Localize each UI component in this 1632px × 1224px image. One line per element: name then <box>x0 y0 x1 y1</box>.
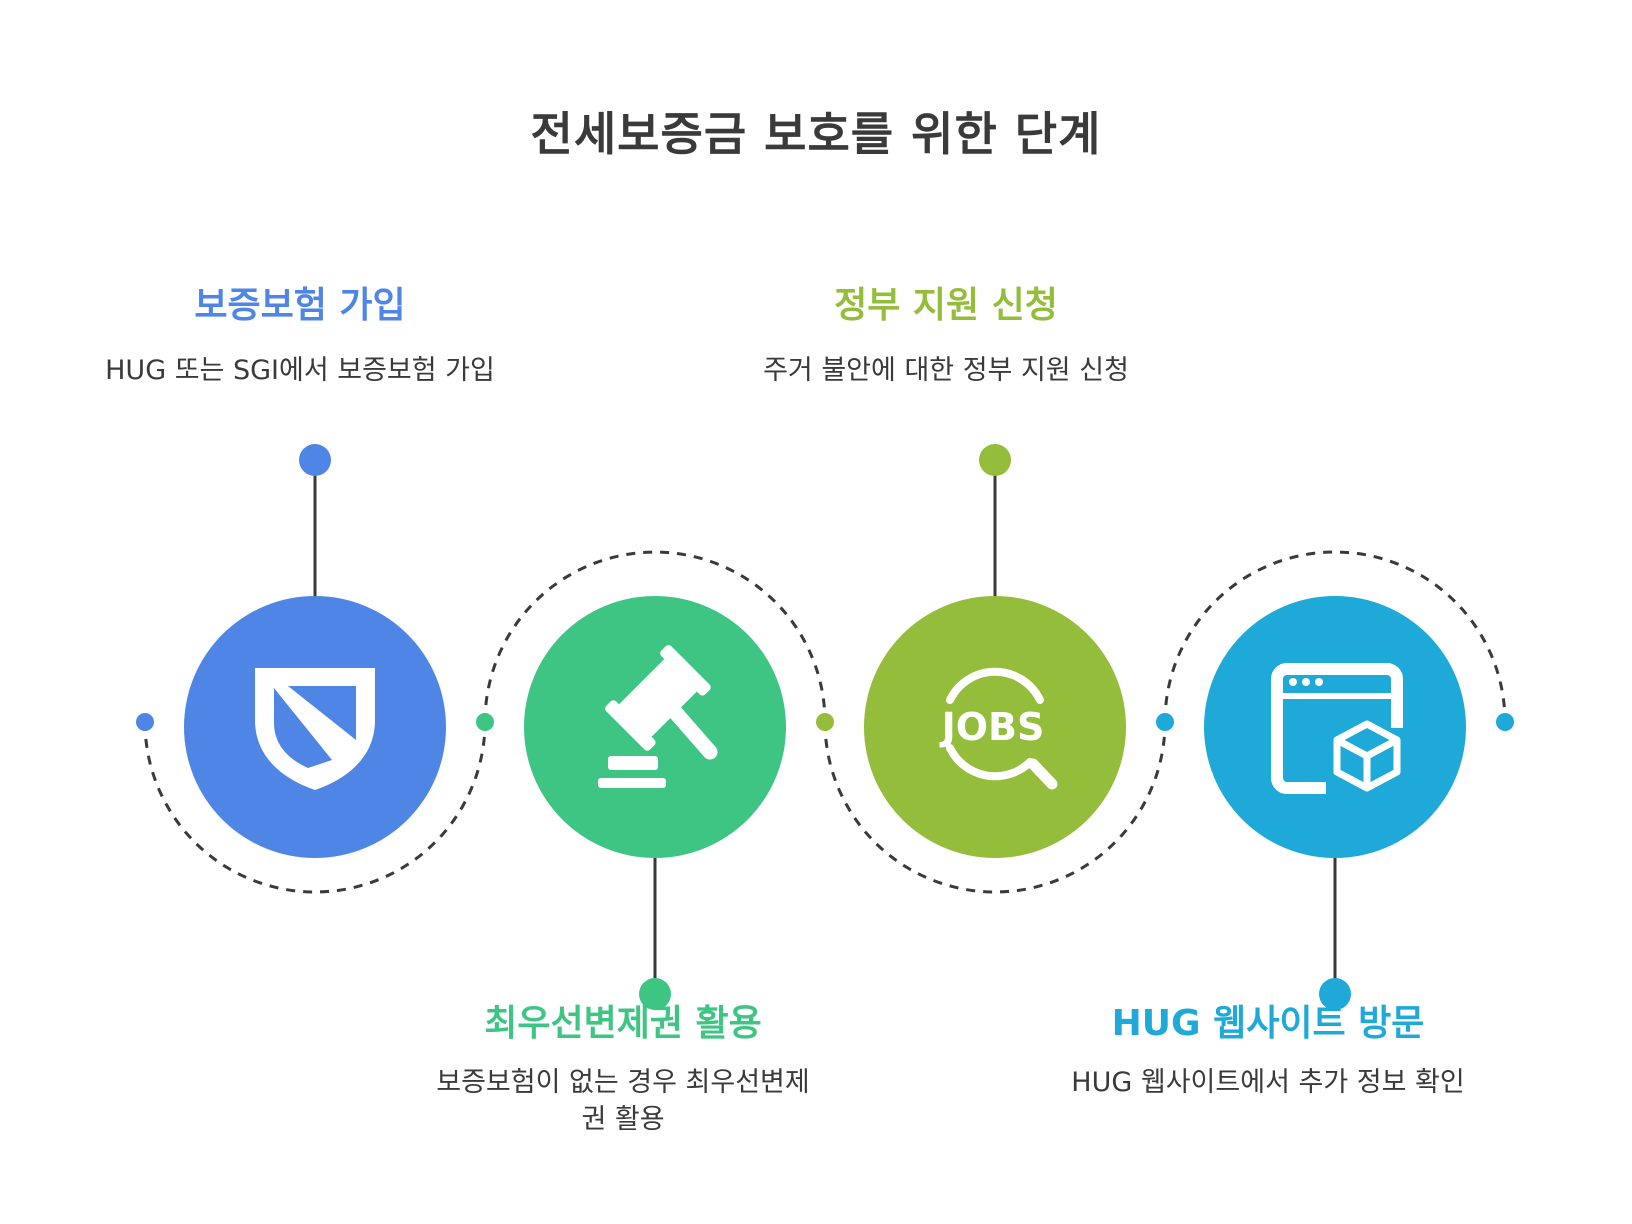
step-4-description: HUG 웹사이트에서 추가 정보 확인 <box>1071 1067 1465 1098</box>
step-3-description: 주거 불안에 대한 정부 지원 신청 <box>763 355 1129 386</box>
stem-dot-4 <box>1319 978 1351 1010</box>
step-3-circle <box>864 596 1126 858</box>
step-2-title: 최우선변제권 활용 <box>484 1003 762 1044</box>
step-2-description: 보증보험이 없는 경우 최우선변제 권 활용 <box>383 1064 863 1138</box>
step-3-title: 정부 지원 신청 <box>834 285 1058 326</box>
step-4-circle <box>1204 596 1466 858</box>
junction-dot-1 <box>136 713 154 731</box>
page-title: 전세보증금 보호를 위한 단계 <box>530 107 1102 161</box>
junction-dot-4 <box>1156 713 1174 731</box>
browser-box-icon <box>1271 663 1403 794</box>
step-2-description-line-2: 권 활용 <box>581 1104 665 1135</box>
step-1-description: HUG 또는 SGI에서 보증보험 가입 <box>105 355 495 386</box>
step-1-title: 보증보험 가입 <box>194 285 406 326</box>
shield-icon <box>255 668 375 790</box>
jobs-label: JOBS <box>939 705 1045 749</box>
gavel-icon <box>598 645 718 788</box>
junction-dot-3 <box>816 713 834 731</box>
junction-dot-2 <box>476 713 494 731</box>
stem-dot-2 <box>639 978 671 1010</box>
stem-dot-1 <box>299 444 331 476</box>
junction-dot-5 <box>1496 713 1514 731</box>
step-2-description-line-1: 보증보험이 없는 경우 최우선변제 <box>436 1067 810 1098</box>
step-4-title: HUG 웹사이트 방문 <box>1111 1003 1425 1044</box>
jobs-search-icon: JOBS <box>939 667 1058 790</box>
stem-dot-3 <box>979 444 1011 476</box>
